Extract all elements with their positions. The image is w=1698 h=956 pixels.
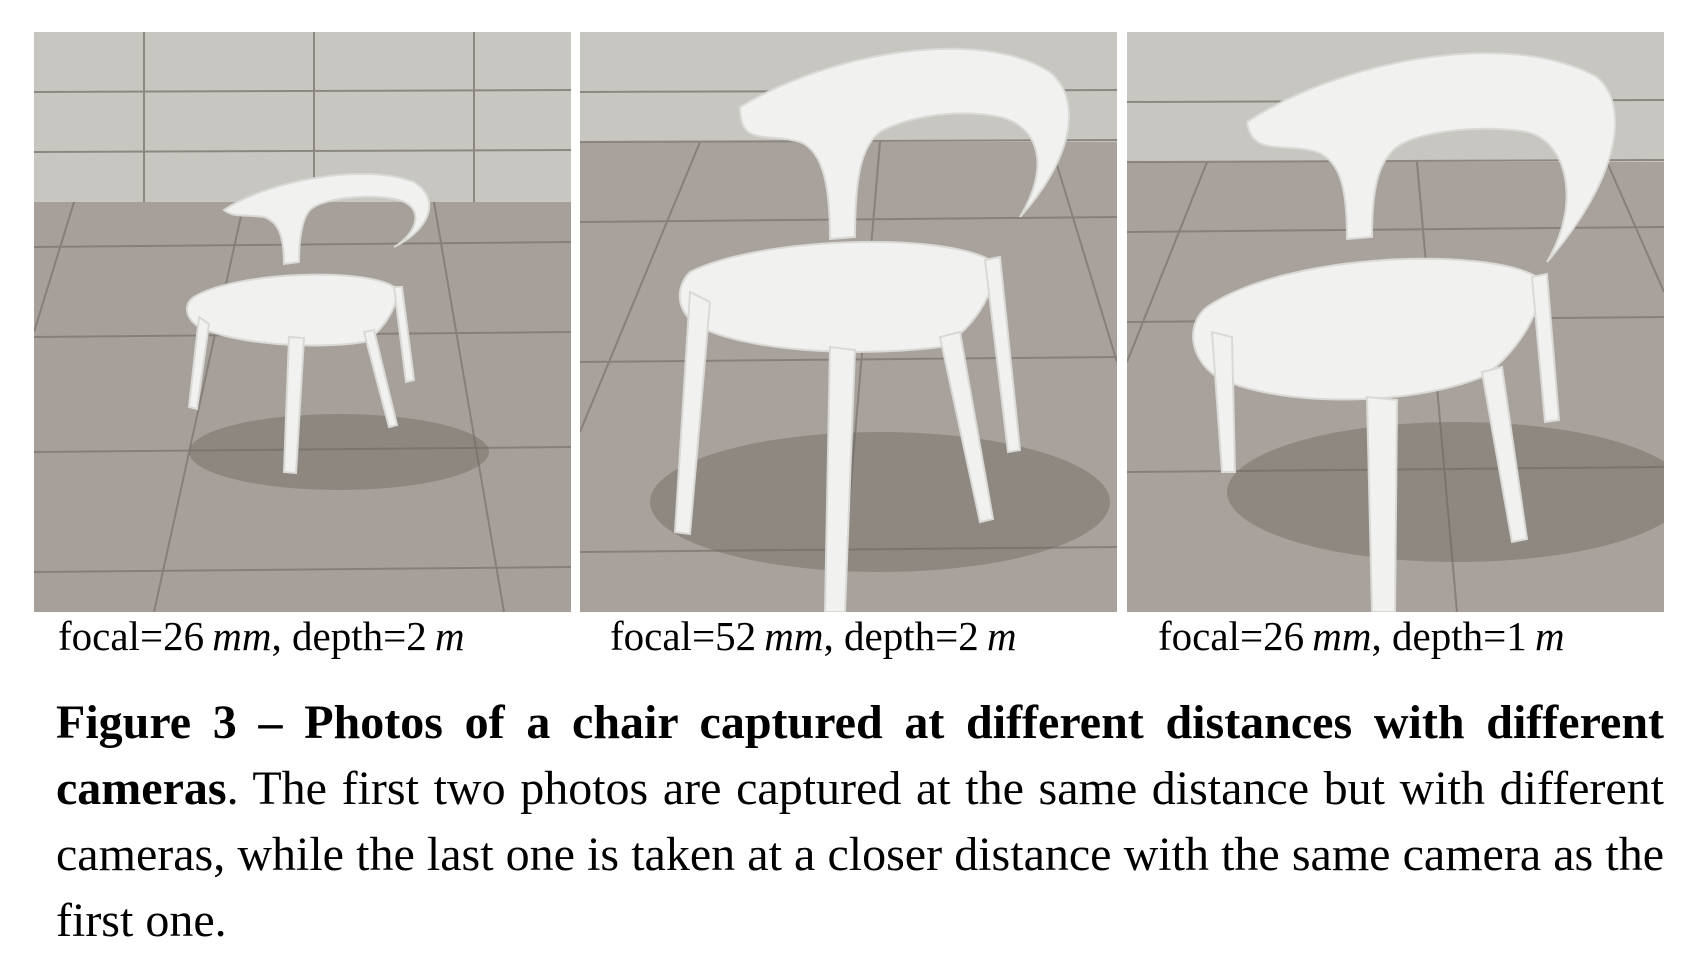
photo-row (34, 32, 1666, 614)
panel-3-depth: , depth=1 (1371, 613, 1527, 659)
panel-2-focal: focal=52 (610, 613, 757, 659)
chair-photo-1-image (34, 32, 571, 612)
panel-2-depth-unit: m (986, 613, 1017, 659)
panel-2-label: focal=52 mm, depth=2 m (610, 612, 1017, 660)
chair-photo-2-image (580, 32, 1117, 612)
panel-3-label: focal=26 mm, depth=1 m (1158, 612, 1565, 660)
figure-caption-title: Figure 3 – Photos of a chair captured at… (56, 696, 1664, 815)
chair-photo-1 (34, 32, 571, 612)
chair-photo-2 (580, 32, 1117, 612)
panel-1-depth-unit: m (434, 613, 465, 659)
panel-3-focal-unit: mm (1312, 613, 1372, 659)
panel-2-focal-unit: mm (764, 613, 824, 659)
panel-1-label: focal=26 mm, depth=2 m (58, 612, 465, 660)
figure-caption: Figure 3 – Photos of a chair captured at… (56, 690, 1664, 954)
chair-photo-3-image (1127, 32, 1664, 612)
panel-3-depth-unit: m (1534, 613, 1565, 659)
panel-2-depth: , depth=2 (823, 613, 979, 659)
panel-3-focal: focal=26 (1158, 613, 1305, 659)
chair-photo-3 (1127, 32, 1664, 612)
panel-1-focal: focal=26 (58, 613, 205, 659)
figure-caption-body: . The first two photos are captured at t… (56, 762, 1664, 947)
panel-1-focal-unit: mm (212, 613, 272, 659)
panel-1-depth: , depth=2 (271, 613, 427, 659)
